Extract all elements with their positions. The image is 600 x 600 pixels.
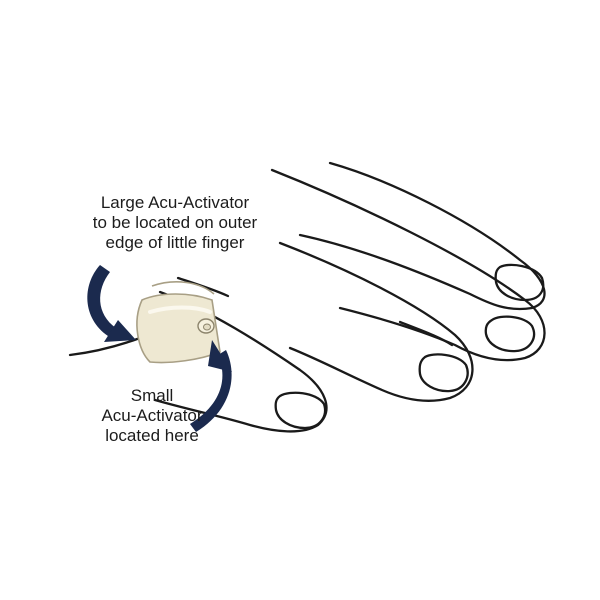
small-activator-line-2: Acu-Activator xyxy=(101,406,203,425)
large-arrow-icon xyxy=(87,265,136,342)
small-activator-line-1: Small xyxy=(130,386,174,405)
ring-finger-outline xyxy=(278,241,474,402)
acu-ring-icon xyxy=(136,281,221,364)
large-activator-callout: Large Acu-Activator to be located on out… xyxy=(66,193,284,253)
large-activator-line-2: to be located on outer xyxy=(92,213,258,232)
small-activator-nub-inner xyxy=(203,323,211,331)
finger-crease xyxy=(398,320,454,347)
middle-finger-outline xyxy=(270,168,546,362)
little-fingernail-icon xyxy=(274,391,327,430)
large-activator-line-3: edge of little finger xyxy=(105,233,245,252)
small-activator-callout: Small Acu-Activator located here xyxy=(93,386,211,446)
ring-top-edge xyxy=(151,281,215,295)
ring-fingernail-icon xyxy=(418,353,469,393)
middle-fingernail-icon xyxy=(484,315,536,353)
small-arrow-icon xyxy=(190,340,232,432)
small-activator-line-3: located here xyxy=(105,426,199,445)
wrist-outline xyxy=(68,336,142,357)
ring-band-highlight xyxy=(148,305,212,314)
large-activator-line-1: Large Acu-Activator xyxy=(100,193,250,212)
index-finger-outline xyxy=(298,161,546,311)
